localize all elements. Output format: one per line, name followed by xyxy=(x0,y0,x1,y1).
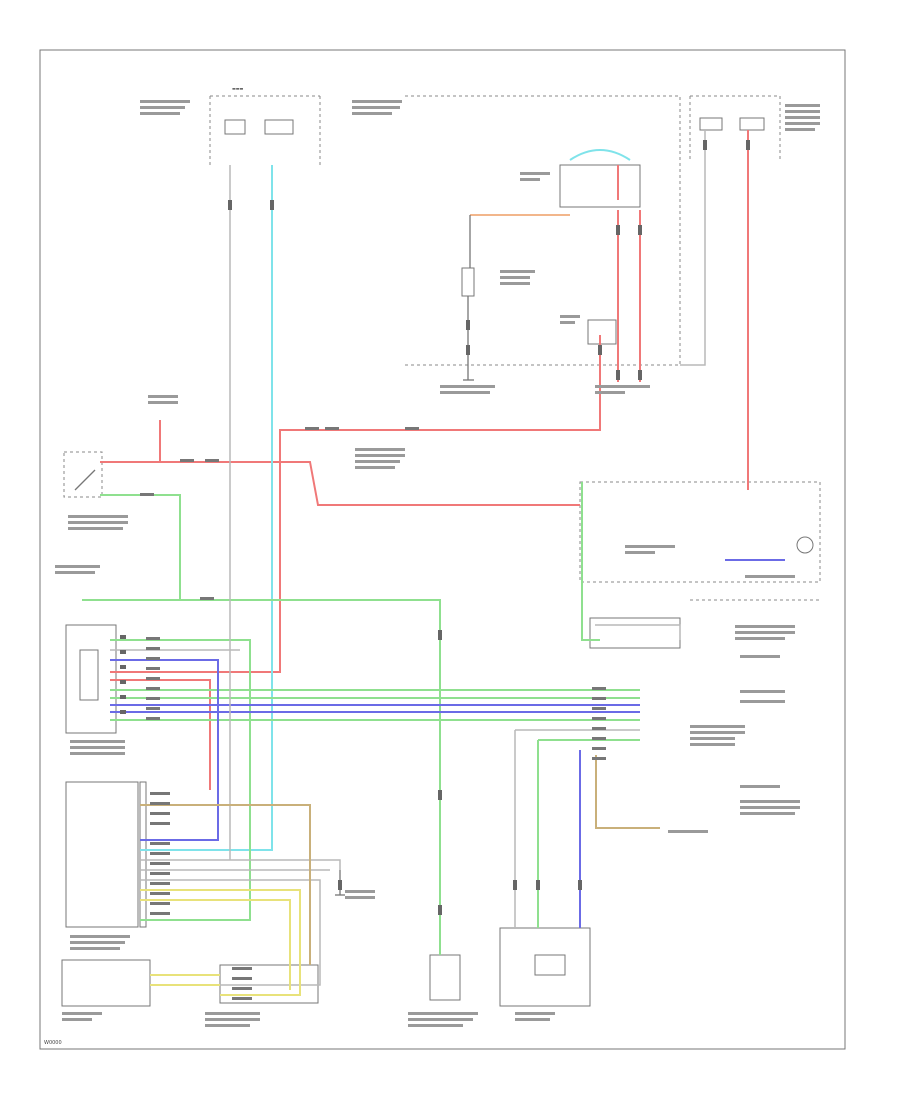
right-motor xyxy=(579,481,821,583)
relay xyxy=(461,267,475,381)
right-fuse-box xyxy=(689,95,781,160)
wire-tag-marks xyxy=(140,427,606,1000)
switch-box xyxy=(587,319,617,345)
brake-pedal-switch xyxy=(63,451,103,498)
label-marks xyxy=(55,100,820,1027)
blue-wires xyxy=(110,559,785,928)
trailer-connector xyxy=(61,959,151,1007)
brown-wires xyxy=(140,755,660,965)
junction-connector xyxy=(65,624,117,734)
connector-pins xyxy=(120,140,750,915)
center-fuse-box xyxy=(405,95,681,366)
rear-connector xyxy=(429,954,461,1001)
gray-wires xyxy=(110,130,706,986)
combination-switch xyxy=(499,927,591,1007)
cyan-wires xyxy=(140,149,631,851)
footer-code: W0000 xyxy=(44,1040,62,1046)
right-module xyxy=(589,617,681,649)
left-fuse-box: ▬▬▬ xyxy=(209,86,321,165)
trailer-control-module xyxy=(65,781,147,928)
svg-text:▬▬▬: ▬▬▬ xyxy=(232,86,244,91)
yellow-wires xyxy=(140,889,301,996)
green-wires xyxy=(82,482,640,955)
diagram-frame xyxy=(39,49,846,1050)
